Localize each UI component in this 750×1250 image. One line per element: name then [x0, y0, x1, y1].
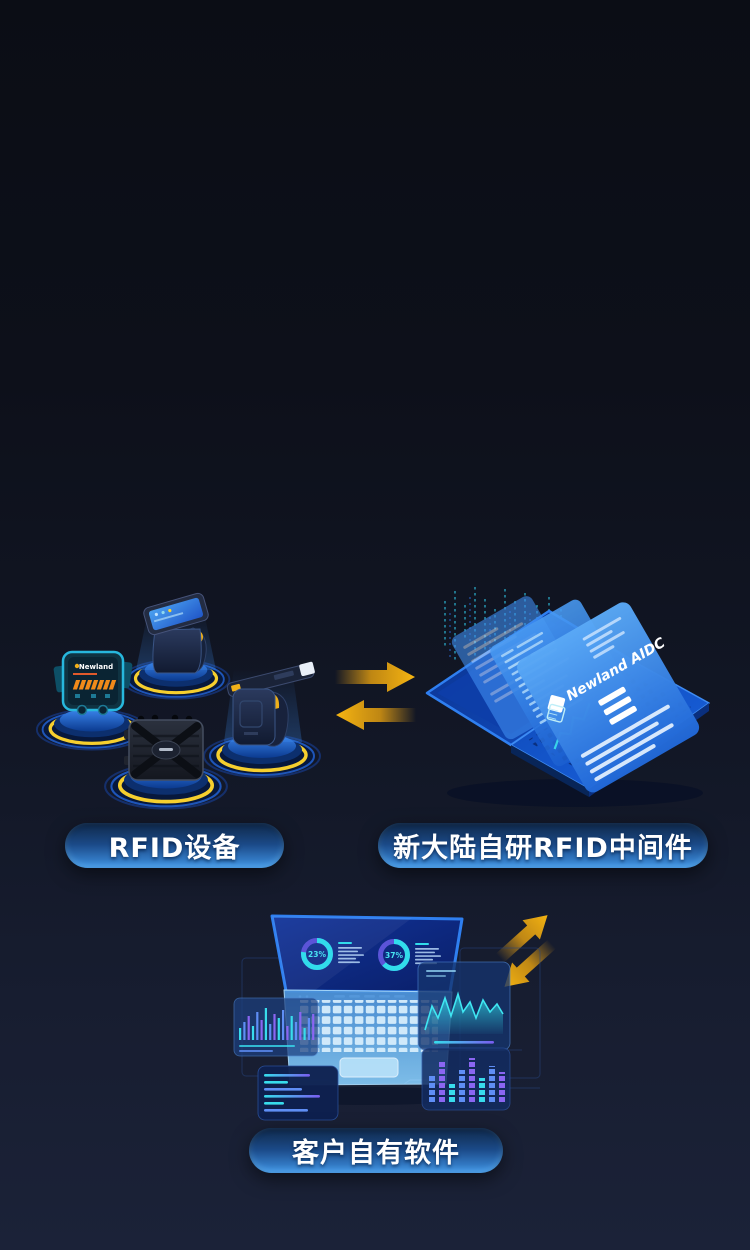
fixed-reader-device: Newland	[53, 650, 133, 716]
customer-software-label-text: 客户自有软件	[292, 1138, 460, 1169]
middleware-label: 新大陆自研RFID中间件	[378, 823, 708, 868]
donut-caption-1	[338, 942, 364, 964]
fixed-reader-brand: Newland	[79, 663, 113, 671]
middleware-laptop-illustration: Newland AIDC	[425, 587, 710, 807]
floating-screen-front: Newland AIDC	[517, 602, 700, 793]
arrow-right-icon	[335, 662, 415, 692]
segmented-bars	[429, 1058, 505, 1102]
donut-value-1: 23%	[308, 950, 326, 959]
middleware-customer-arrows	[495, 915, 557, 987]
customer-laptop: 23% 37%	[263, 914, 473, 1105]
customer-software-illustration: 23% 37%	[233, 914, 541, 1121]
line-chart-panel	[417, 961, 511, 1051]
keyboard-keys	[300, 1000, 438, 1052]
rfid-devices-label-text: RFID设备	[108, 833, 241, 864]
handheld-sled-device	[136, 592, 216, 674]
sled-smartphone	[143, 592, 209, 636]
arrow-up-right-icon	[495, 915, 548, 963]
arrow-down-left-icon	[504, 939, 557, 987]
middleware-label-text: 新大陆自研RFID中间件	[393, 833, 693, 864]
fixed-reader-logo-icon	[74, 663, 80, 669]
cube-icon	[546, 695, 566, 723]
customer-software-label: 客户自有软件	[249, 1128, 503, 1173]
arrow-left-icon	[336, 700, 416, 730]
mini-bar-chart	[239, 1008, 315, 1040]
touchpad	[339, 1057, 399, 1078]
handheld-gun-device	[224, 661, 315, 747]
devices-middleware-arrows	[335, 662, 416, 730]
list-panel	[257, 1065, 339, 1121]
donut-chart-2: 37%	[378, 939, 410, 971]
rugged-reader-device	[124, 714, 204, 781]
area-chart	[425, 994, 503, 1034]
right-bar-chart-panel	[421, 1047, 511, 1111]
donut-value-2: 37%	[385, 951, 403, 960]
left-bar-chart-panel	[233, 997, 319, 1057]
rfid-devices-label: RFID设备	[65, 823, 284, 868]
menu-rows	[598, 686, 637, 725]
donut-chart-1: 23%	[301, 938, 333, 970]
text-rows	[580, 704, 674, 782]
rfid-devices-illustration: Newland	[35, 592, 322, 811]
